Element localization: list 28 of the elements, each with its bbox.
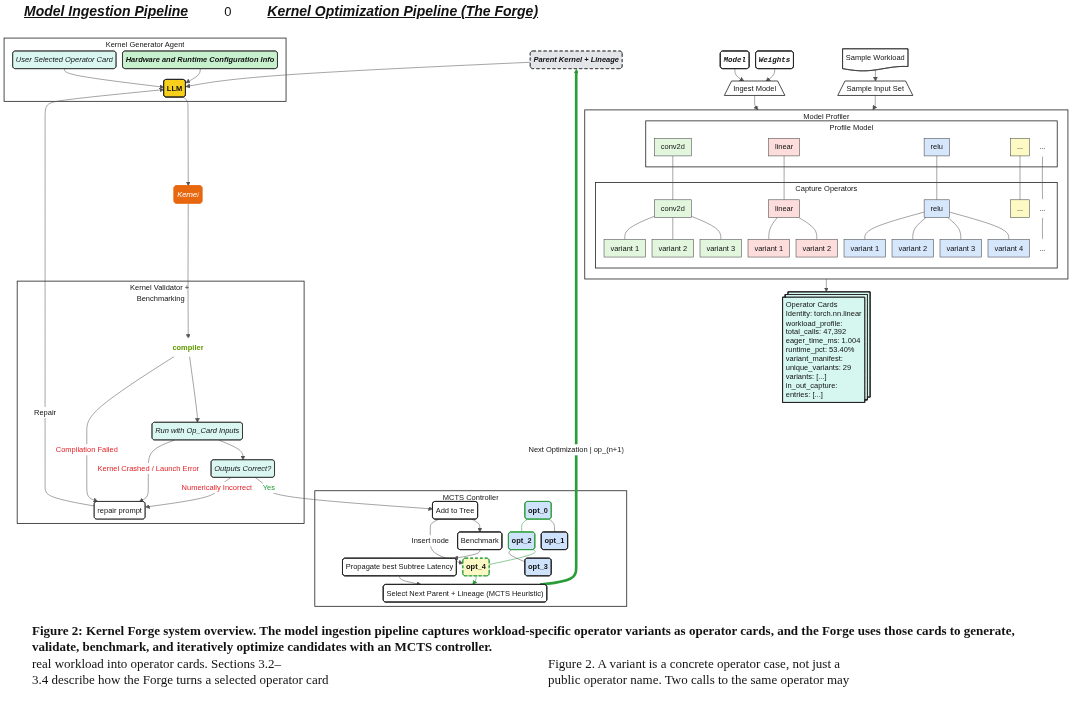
body-text: Figure 2. A variant is a concrete operator case, not just a	[548, 656, 842, 672]
connector	[864, 211, 925, 240]
connector	[783, 155, 785, 200]
body-text: 3.4 describe how the Forge turns a selected operator card	[32, 671, 330, 687]
connector	[489, 549, 536, 565]
arrow	[540, 68, 579, 586]
connector	[521, 518, 528, 533]
connector	[549, 518, 555, 533]
connector	[672, 217, 674, 240]
section-heading: Kernel Optimization Pipeline (The Forge)	[267, 3, 539, 19]
section-heading: Model Ingestion Pipeline	[24, 3, 189, 19]
connector	[624, 215, 655, 240]
connector	[768, 217, 778, 240]
connector	[691, 215, 722, 240]
connector	[947, 217, 962, 240]
connector	[1019, 155, 1021, 200]
connector	[798, 217, 818, 240]
connector	[936, 155, 938, 200]
connector	[1042, 217, 1043, 240]
figure-caption: Figure 2: Kernel Forge system overview. The model ingestion pipeline captures workload-specific operator variants as operator cards, and the Forge uses those cards to generate, validate, benchmark, and iteratively optimize candidates with an MCTS controller.	[32, 623, 1015, 654]
connector	[1042, 155, 1043, 201]
connector	[672, 155, 674, 200]
timeline-label: 0	[224, 4, 232, 19]
body-text: real workload into operator cards. Sections 3.2–	[32, 656, 283, 672]
body-text: public operator name. Two calls to the same operator may	[548, 671, 851, 687]
connector	[949, 211, 1010, 240]
connector	[912, 217, 927, 240]
connector	[508, 549, 526, 562]
